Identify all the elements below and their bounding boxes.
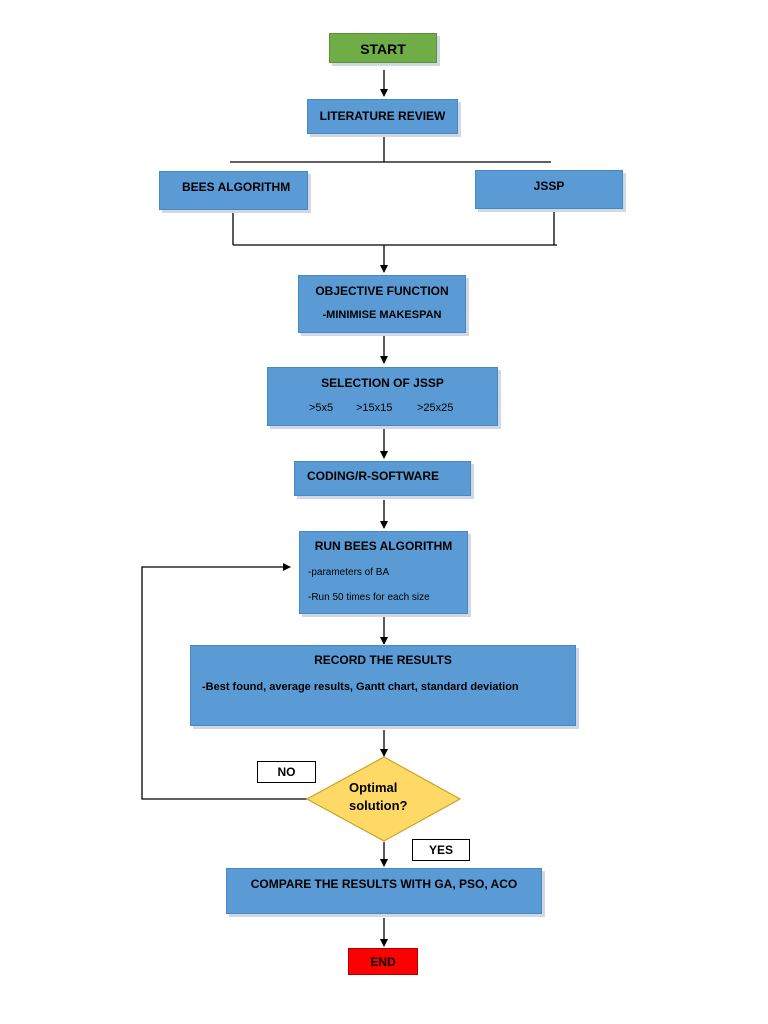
compare-results-label: COMPARE THE RESULTS WITH GA, PSO, ACO xyxy=(250,877,518,891)
bees-algorithm-node: BEES ALGORITHM xyxy=(159,171,308,210)
compare-results-node: COMPARE THE RESULTS WITH GA, PSO, ACO xyxy=(226,868,542,914)
record-results-detail: -Best found, average results, Gantt char… xyxy=(202,681,519,693)
run-bees-parameters: -parameters of BA xyxy=(308,567,390,578)
loop-no-path xyxy=(141,563,307,800)
start-node: START xyxy=(329,33,437,63)
end-label: END xyxy=(370,955,396,969)
decision-line-2: solution? xyxy=(349,798,408,813)
record-results-title: RECORD THE RESULTS xyxy=(314,653,452,667)
objective-function-title: OBJECTIVE FUNCTION xyxy=(315,284,449,298)
no-label: NO xyxy=(257,761,316,783)
size-5x5: >5x5 xyxy=(309,402,334,414)
start-label: START xyxy=(360,41,406,57)
literature-review-node: LITERATURE REVIEW xyxy=(307,99,458,134)
run-bees-algorithm-title: RUN BEES ALGORITHM xyxy=(314,539,453,553)
run-bees-algorithm-node: RUN BEES ALGORITHM -parameters of BA -Ru… xyxy=(299,531,468,614)
literature-review-label: LITERATURE REVIEW xyxy=(319,109,446,123)
decision-line-1: Optimal xyxy=(349,780,398,795)
decision-diamond xyxy=(305,756,462,842)
end-node: END xyxy=(348,948,418,975)
yes-label: YES xyxy=(412,839,470,861)
selection-of-jssp-node: SELECTION OF JSSP >5x5 >15x15 >25x25 xyxy=(267,367,498,426)
size-15x15: >15x15 xyxy=(356,402,393,414)
record-results-node: RECORD THE RESULTS -Best found, average … xyxy=(190,645,576,726)
jssp-node: JSSP xyxy=(475,170,623,209)
coding-label: CODING/R-SOFTWARE xyxy=(307,469,439,483)
objective-function-node: OBJECTIVE FUNCTION -MINIMISE MAKESPAN xyxy=(298,275,466,333)
selection-of-jssp-title: SELECTION OF JSSP xyxy=(321,376,444,390)
decision-text: Optimal solution? xyxy=(330,779,426,815)
objective-function-detail: -MINIMISE MAKESPAN xyxy=(322,309,442,321)
run-bees-repetitions: -Run 50 times for each size xyxy=(308,592,430,603)
jssp-label: JSSP xyxy=(533,179,565,193)
coding-node: CODING/R-SOFTWARE xyxy=(294,461,471,496)
size-25x25: >25x25 xyxy=(417,402,454,414)
bees-algorithm-label: BEES ALGORITHM xyxy=(182,180,291,194)
